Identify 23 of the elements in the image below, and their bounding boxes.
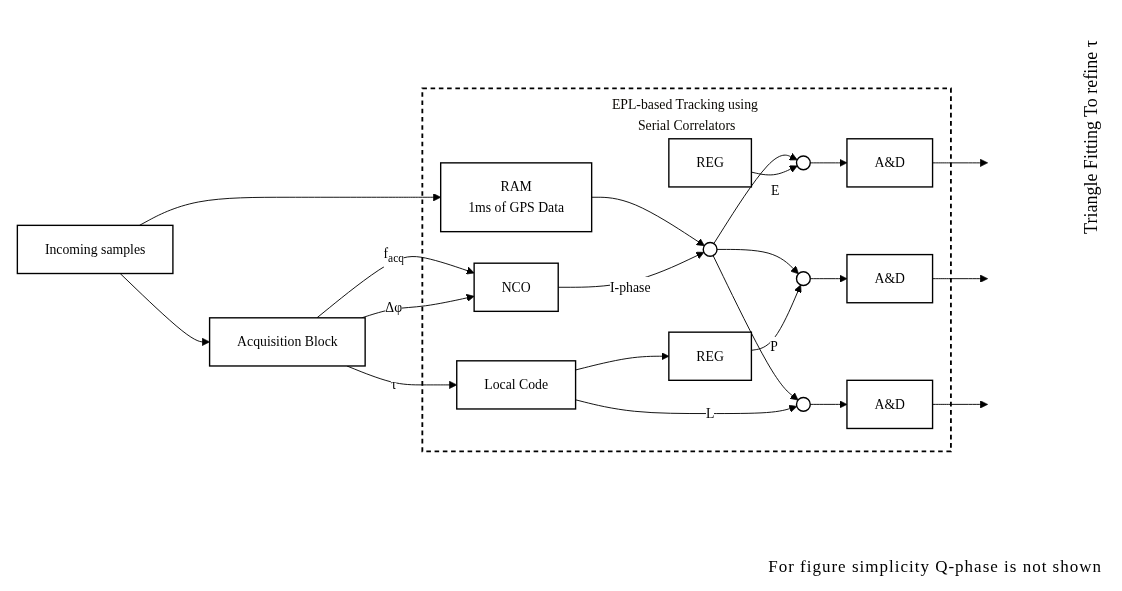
edge-label: f$_{acq}$ xyxy=(383,246,404,265)
node-box: REG xyxy=(668,331,753,382)
node-box: NCO xyxy=(473,262,559,313)
node-circle xyxy=(795,271,811,287)
node-circle xyxy=(795,396,811,413)
node-box: Local Code xyxy=(456,360,577,410)
node-box: RAM 1ms of GPS Data xyxy=(440,162,593,233)
edge-label: P xyxy=(770,339,778,355)
edge-label: L xyxy=(705,406,715,421)
vertical-caption: Triangle Fitting To refine τ xyxy=(1081,40,1102,234)
node-box: Acquisition Block xyxy=(208,317,366,367)
edge-label: E xyxy=(770,182,780,198)
node-box: A&D xyxy=(846,379,934,430)
node-box: REG xyxy=(668,138,753,188)
node-box: A&D xyxy=(846,138,934,188)
edge-label: Δφ xyxy=(385,300,403,315)
node-circle xyxy=(702,242,718,258)
node-circle xyxy=(795,155,811,171)
footnote: For figure simplicity Q-phase is not shown xyxy=(768,557,1102,577)
node-box: Incoming samples xyxy=(16,224,174,275)
edge-label: I-phase xyxy=(610,279,651,295)
node-box: A&D xyxy=(846,254,934,304)
edge-label: τ xyxy=(390,377,397,393)
